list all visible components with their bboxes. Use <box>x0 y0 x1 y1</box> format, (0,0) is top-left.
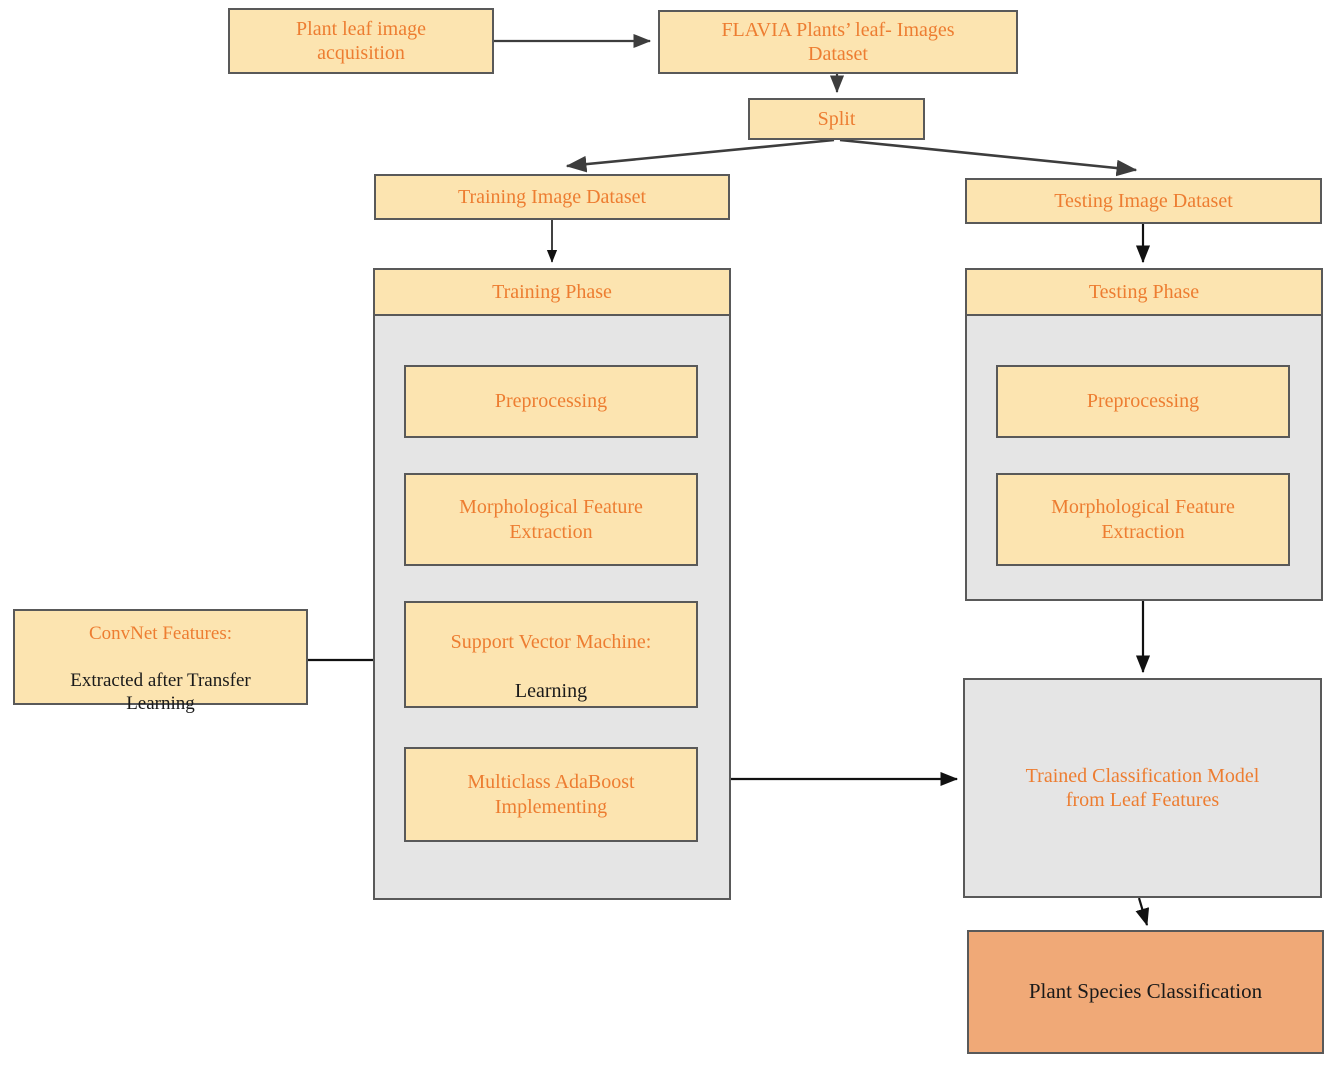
node-train-preprocessing[interactable]: Preprocessing <box>404 365 698 438</box>
node-test-preprocessing[interactable]: Preprocessing <box>996 365 1290 438</box>
node-label: Training Phase <box>492 280 612 303</box>
node-plant-leaf-image-acquisition[interactable]: Plant leaf image acquisition <box>228 8 494 74</box>
node-label: Morphological Feature Extraction <box>459 496 643 543</box>
node-label: Testing Image Dataset <box>1054 189 1233 212</box>
node-support-vector-machine-learning[interactable]: Support Vector Machine: Learning <box>404 601 698 708</box>
node-label-multiline: Support Vector Machine: Learning <box>445 606 658 704</box>
node-label: Morphological Feature Extraction <box>1051 496 1235 543</box>
node-label: Training Image Dataset <box>457 185 647 208</box>
edge-split-to-testing-dataset <box>839 138 1138 177</box>
node-label: Preprocessing <box>1086 390 1200 413</box>
node-train-morphological-feature-extraction[interactable]: Morphological Feature Extraction <box>404 473 698 566</box>
node-training-phase[interactable]: Training Phase <box>373 268 731 316</box>
node-trained-classification-model[interactable]: Trained Classification Model from Leaf F… <box>963 678 1322 898</box>
node-label-multiline: ConvNet Features: Extracted after Transf… <box>64 599 256 715</box>
svm-title: Support Vector Machine: <box>450 631 652 654</box>
node-plant-species-classification[interactable]: Plant Species Classification <box>967 930 1324 1054</box>
node-testing-image-dataset[interactable]: Testing Image Dataset <box>965 178 1322 224</box>
node-label: Plant leaf image acquisition <box>296 17 426 64</box>
node-split[interactable]: Split <box>748 98 925 140</box>
svm-subtitle: Learning <box>514 679 588 702</box>
node-label: Multiclass AdaBoost Implementing <box>467 771 635 818</box>
node-label: Preprocessing <box>494 390 608 413</box>
convnet-body: Extracted after Transfer Learning <box>70 669 251 714</box>
edge-trained-model-to-classification <box>1135 897 1150 927</box>
node-label: Plant Species Classification <box>1028 979 1263 1004</box>
node-multiclass-adaboost-implementing[interactable]: Multiclass AdaBoost Implementing <box>404 747 698 842</box>
node-label: Split <box>817 107 856 130</box>
edge-split-to-training-dataset <box>565 138 835 173</box>
node-label: Testing Phase <box>1088 280 1200 303</box>
node-training-image-dataset[interactable]: Training Image Dataset <box>374 174 730 220</box>
node-convnet-features[interactable]: ConvNet Features: Extracted after Transf… <box>13 609 308 714</box>
node-label: Trained Classification Model from Leaf F… <box>1025 764 1260 811</box>
node-label: FLAVIA Plants’ leaf- Images Dataset <box>721 18 955 65</box>
node-test-morphological-feature-extraction[interactable]: Morphological Feature Extraction <box>996 473 1290 566</box>
node-testing-phase[interactable]: Testing Phase <box>965 268 1323 316</box>
convnet-title: ConvNet Features: <box>88 623 232 645</box>
node-flavia-dataset[interactable]: FLAVIA Plants’ leaf- Images Dataset <box>658 10 1018 74</box>
